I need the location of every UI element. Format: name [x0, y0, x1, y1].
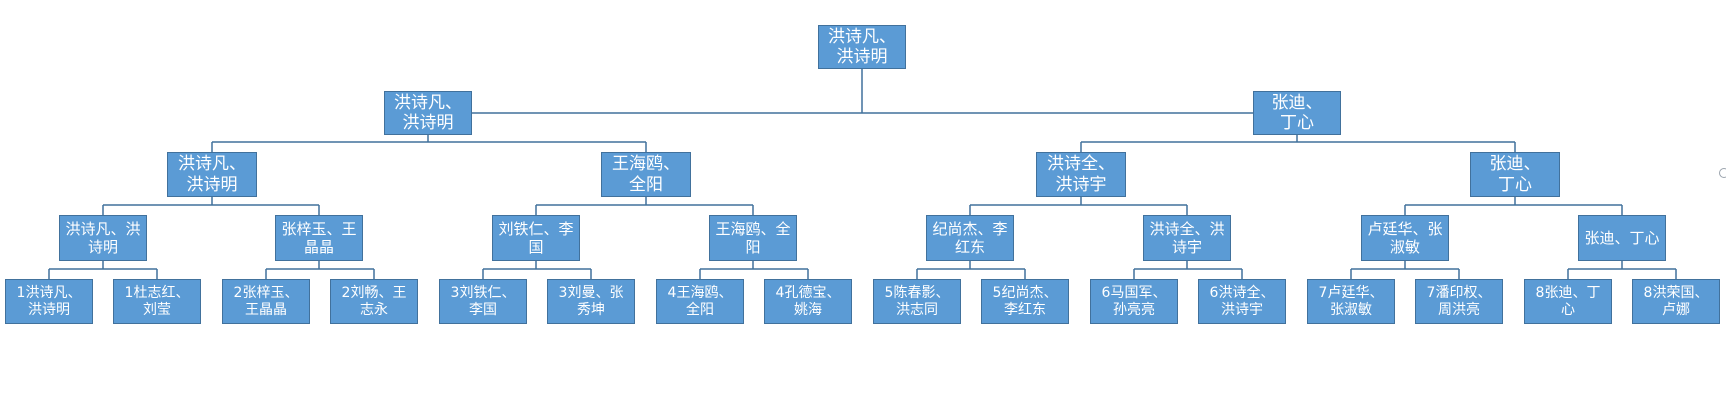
node-level2[interactable]: 洪诗全、 洪诗宇 [1036, 152, 1126, 197]
node-level2[interactable]: 王海鸥、 全阳 [601, 152, 691, 197]
node-root[interactable]: 洪诗凡、 洪诗明 [818, 25, 906, 69]
node-level4[interactable]: 7卢廷华、 张淑敏 [1307, 279, 1395, 324]
node-level4[interactable]: 8洪荣国、 卢娜 [1632, 279, 1720, 324]
node-level3[interactable]: 刘铁仁、李 国 [492, 215, 580, 261]
node-level4[interactable]: 6洪诗全、 洪诗宇 [1198, 279, 1286, 324]
node-level3[interactable]: 洪诗全、洪 诗宇 [1143, 215, 1231, 261]
node-level3[interactable]: 王海鸥、全 阳 [709, 215, 797, 261]
node-level4[interactable]: 1杜志红、 刘莹 [113, 279, 201, 324]
node-level4[interactable]: 2刘畅、王 志永 [330, 279, 418, 324]
node-level4[interactable]: 7潘印权、 周洪亮 [1415, 279, 1503, 324]
node-level4[interactable]: 3刘曼、张 秀坤 [547, 279, 635, 324]
node-level2[interactable]: 张迪、 丁心 [1470, 152, 1560, 197]
node-level3[interactable]: 张梓玉、王 晶晶 [275, 215, 363, 261]
node-level4[interactable]: 4王海鸥、 全阳 [656, 279, 744, 324]
node-level4[interactable]: 5纪尚杰、 李红东 [981, 279, 1069, 324]
node-level2[interactable]: 洪诗凡、 洪诗明 [167, 152, 257, 197]
node-level1-right[interactable]: 张迪、 丁心 [1253, 91, 1341, 135]
node-level3[interactable]: 卢廷华、张 淑敏 [1361, 215, 1449, 261]
node-level4[interactable]: 3刘铁仁、 李国 [439, 279, 527, 324]
node-level3[interactable]: 洪诗凡、洪 诗明 [59, 215, 147, 261]
node-level4[interactable]: 6马国军、 孙亮亮 [1090, 279, 1178, 324]
node-level4[interactable]: 4孔德宝、 姚海 [764, 279, 852, 324]
node-level3[interactable]: 张迪、丁心 [1578, 215, 1666, 261]
node-level1-left[interactable]: 洪诗凡、 洪诗明 [384, 91, 472, 135]
node-level4[interactable]: 2张梓玉、 王晶晶 [222, 279, 310, 324]
node-level3[interactable]: 纪尚杰、李 红东 [926, 215, 1014, 261]
node-level4[interactable]: 8张迪、丁 心 [1524, 279, 1612, 324]
node-level4[interactable]: 1洪诗凡、 洪诗明 [5, 279, 93, 324]
node-level4[interactable]: 5陈春影、 洪志同 [873, 279, 961, 324]
resize-handle-icon[interactable] [1719, 168, 1726, 178]
